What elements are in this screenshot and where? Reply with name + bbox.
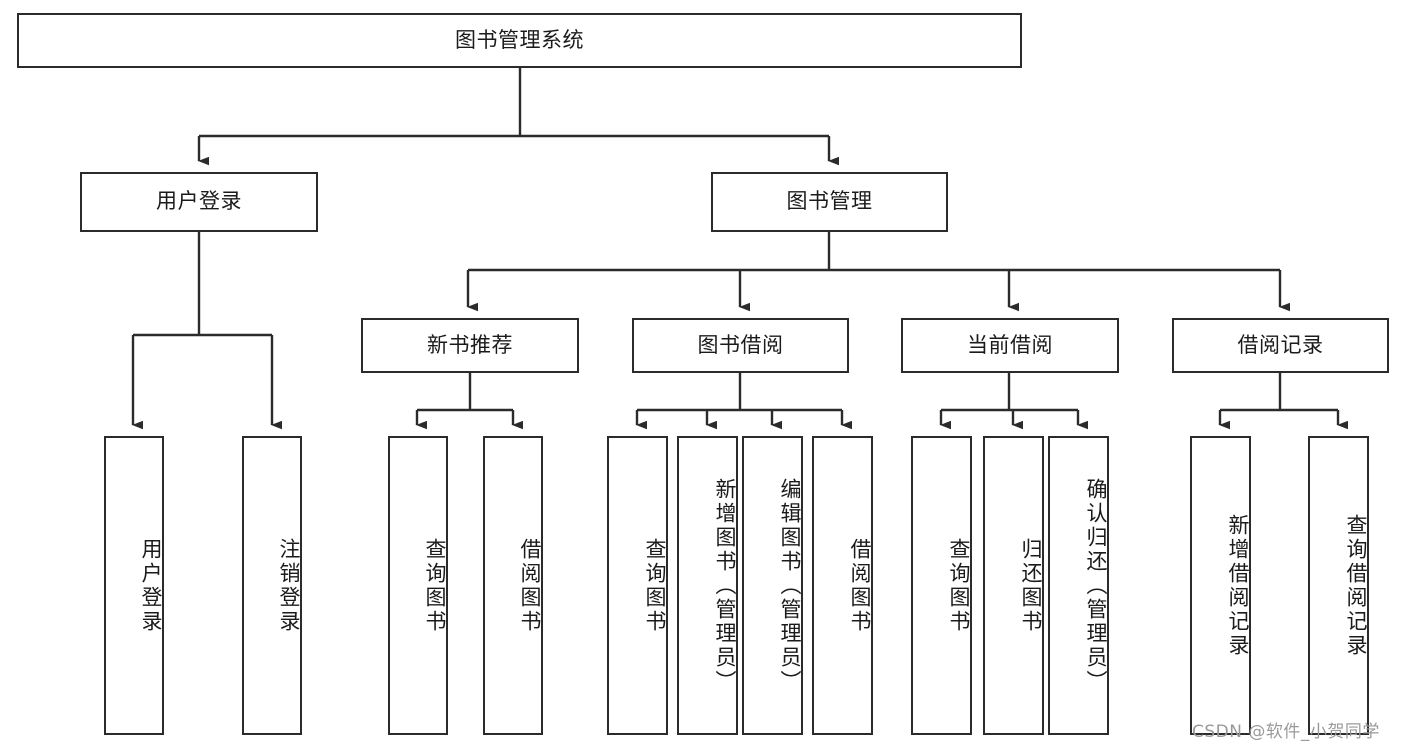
node-leaf-user-login[interactable]: 用户登录 bbox=[104, 436, 164, 735]
node-leaf-user-login-label: 用户登录 bbox=[139, 537, 163, 634]
node-leaf-borrow-book-2[interactable]: 借阅图书 bbox=[812, 436, 873, 735]
node-leaf-confirm-return-admin[interactable]: 确认归还（管理员） bbox=[1048, 436, 1109, 735]
node-leaf-query-borrow-record[interactable]: 查询借阅记录 bbox=[1308, 436, 1369, 735]
node-leaf-edit-book-admin-label: 编辑图书（管理员） bbox=[778, 477, 802, 694]
node-leaf-query-book-1-label: 查询图书 bbox=[423, 537, 447, 634]
node-leaf-borrow-book-1-label: 借阅图书 bbox=[518, 537, 542, 634]
csdn-watermark: CSDN @软件_小贺同学 bbox=[1192, 722, 1380, 742]
node-current-borrowing[interactable]: 当前借阅 bbox=[901, 318, 1119, 373]
node-leaf-borrow-book-1[interactable]: 借阅图书 bbox=[483, 436, 543, 735]
node-user-login[interactable]: 用户登录 bbox=[80, 172, 318, 232]
node-leaf-query-book-1[interactable]: 查询图书 bbox=[388, 436, 448, 735]
node-leaf-add-book-admin[interactable]: 新增图书（管理员） bbox=[677, 436, 738, 735]
node-leaf-add-borrow-record[interactable]: 新增借阅记录 bbox=[1190, 436, 1251, 735]
node-leaf-add-borrow-record-label: 新增借阅记录 bbox=[1226, 513, 1250, 658]
node-leaf-borrow-book-2-label: 借阅图书 bbox=[848, 537, 872, 634]
node-leaf-query-borrow-record-label: 查询借阅记录 bbox=[1344, 513, 1368, 658]
node-leaf-query-book-2[interactable]: 查询图书 bbox=[607, 436, 668, 735]
node-leaf-add-book-admin-label: 新增图书（管理员） bbox=[713, 477, 737, 694]
node-leaf-query-book-3-label: 查询图书 bbox=[947, 537, 971, 634]
node-borrowing-record[interactable]: 借阅记录 bbox=[1172, 318, 1389, 373]
node-root-system[interactable]: 图书管理系统 bbox=[17, 13, 1022, 68]
node-book-management[interactable]: 图书管理 bbox=[711, 172, 948, 232]
node-book-borrowing[interactable]: 图书借阅 bbox=[632, 318, 849, 373]
node-leaf-confirm-return-admin-label: 确认归还（管理员） bbox=[1084, 477, 1108, 694]
node-leaf-return-book-label: 归还图书 bbox=[1019, 537, 1043, 634]
node-new-book-recommendation[interactable]: 新书推荐 bbox=[361, 318, 579, 373]
node-leaf-query-book-3[interactable]: 查询图书 bbox=[911, 436, 972, 735]
node-leaf-logout-label: 注销登录 bbox=[277, 537, 301, 634]
node-leaf-return-book[interactable]: 归还图书 bbox=[983, 436, 1044, 735]
node-leaf-query-book-2-label: 查询图书 bbox=[643, 537, 667, 634]
node-leaf-edit-book-admin[interactable]: 编辑图书（管理员） bbox=[742, 436, 803, 735]
node-leaf-logout[interactable]: 注销登录 bbox=[242, 436, 302, 735]
